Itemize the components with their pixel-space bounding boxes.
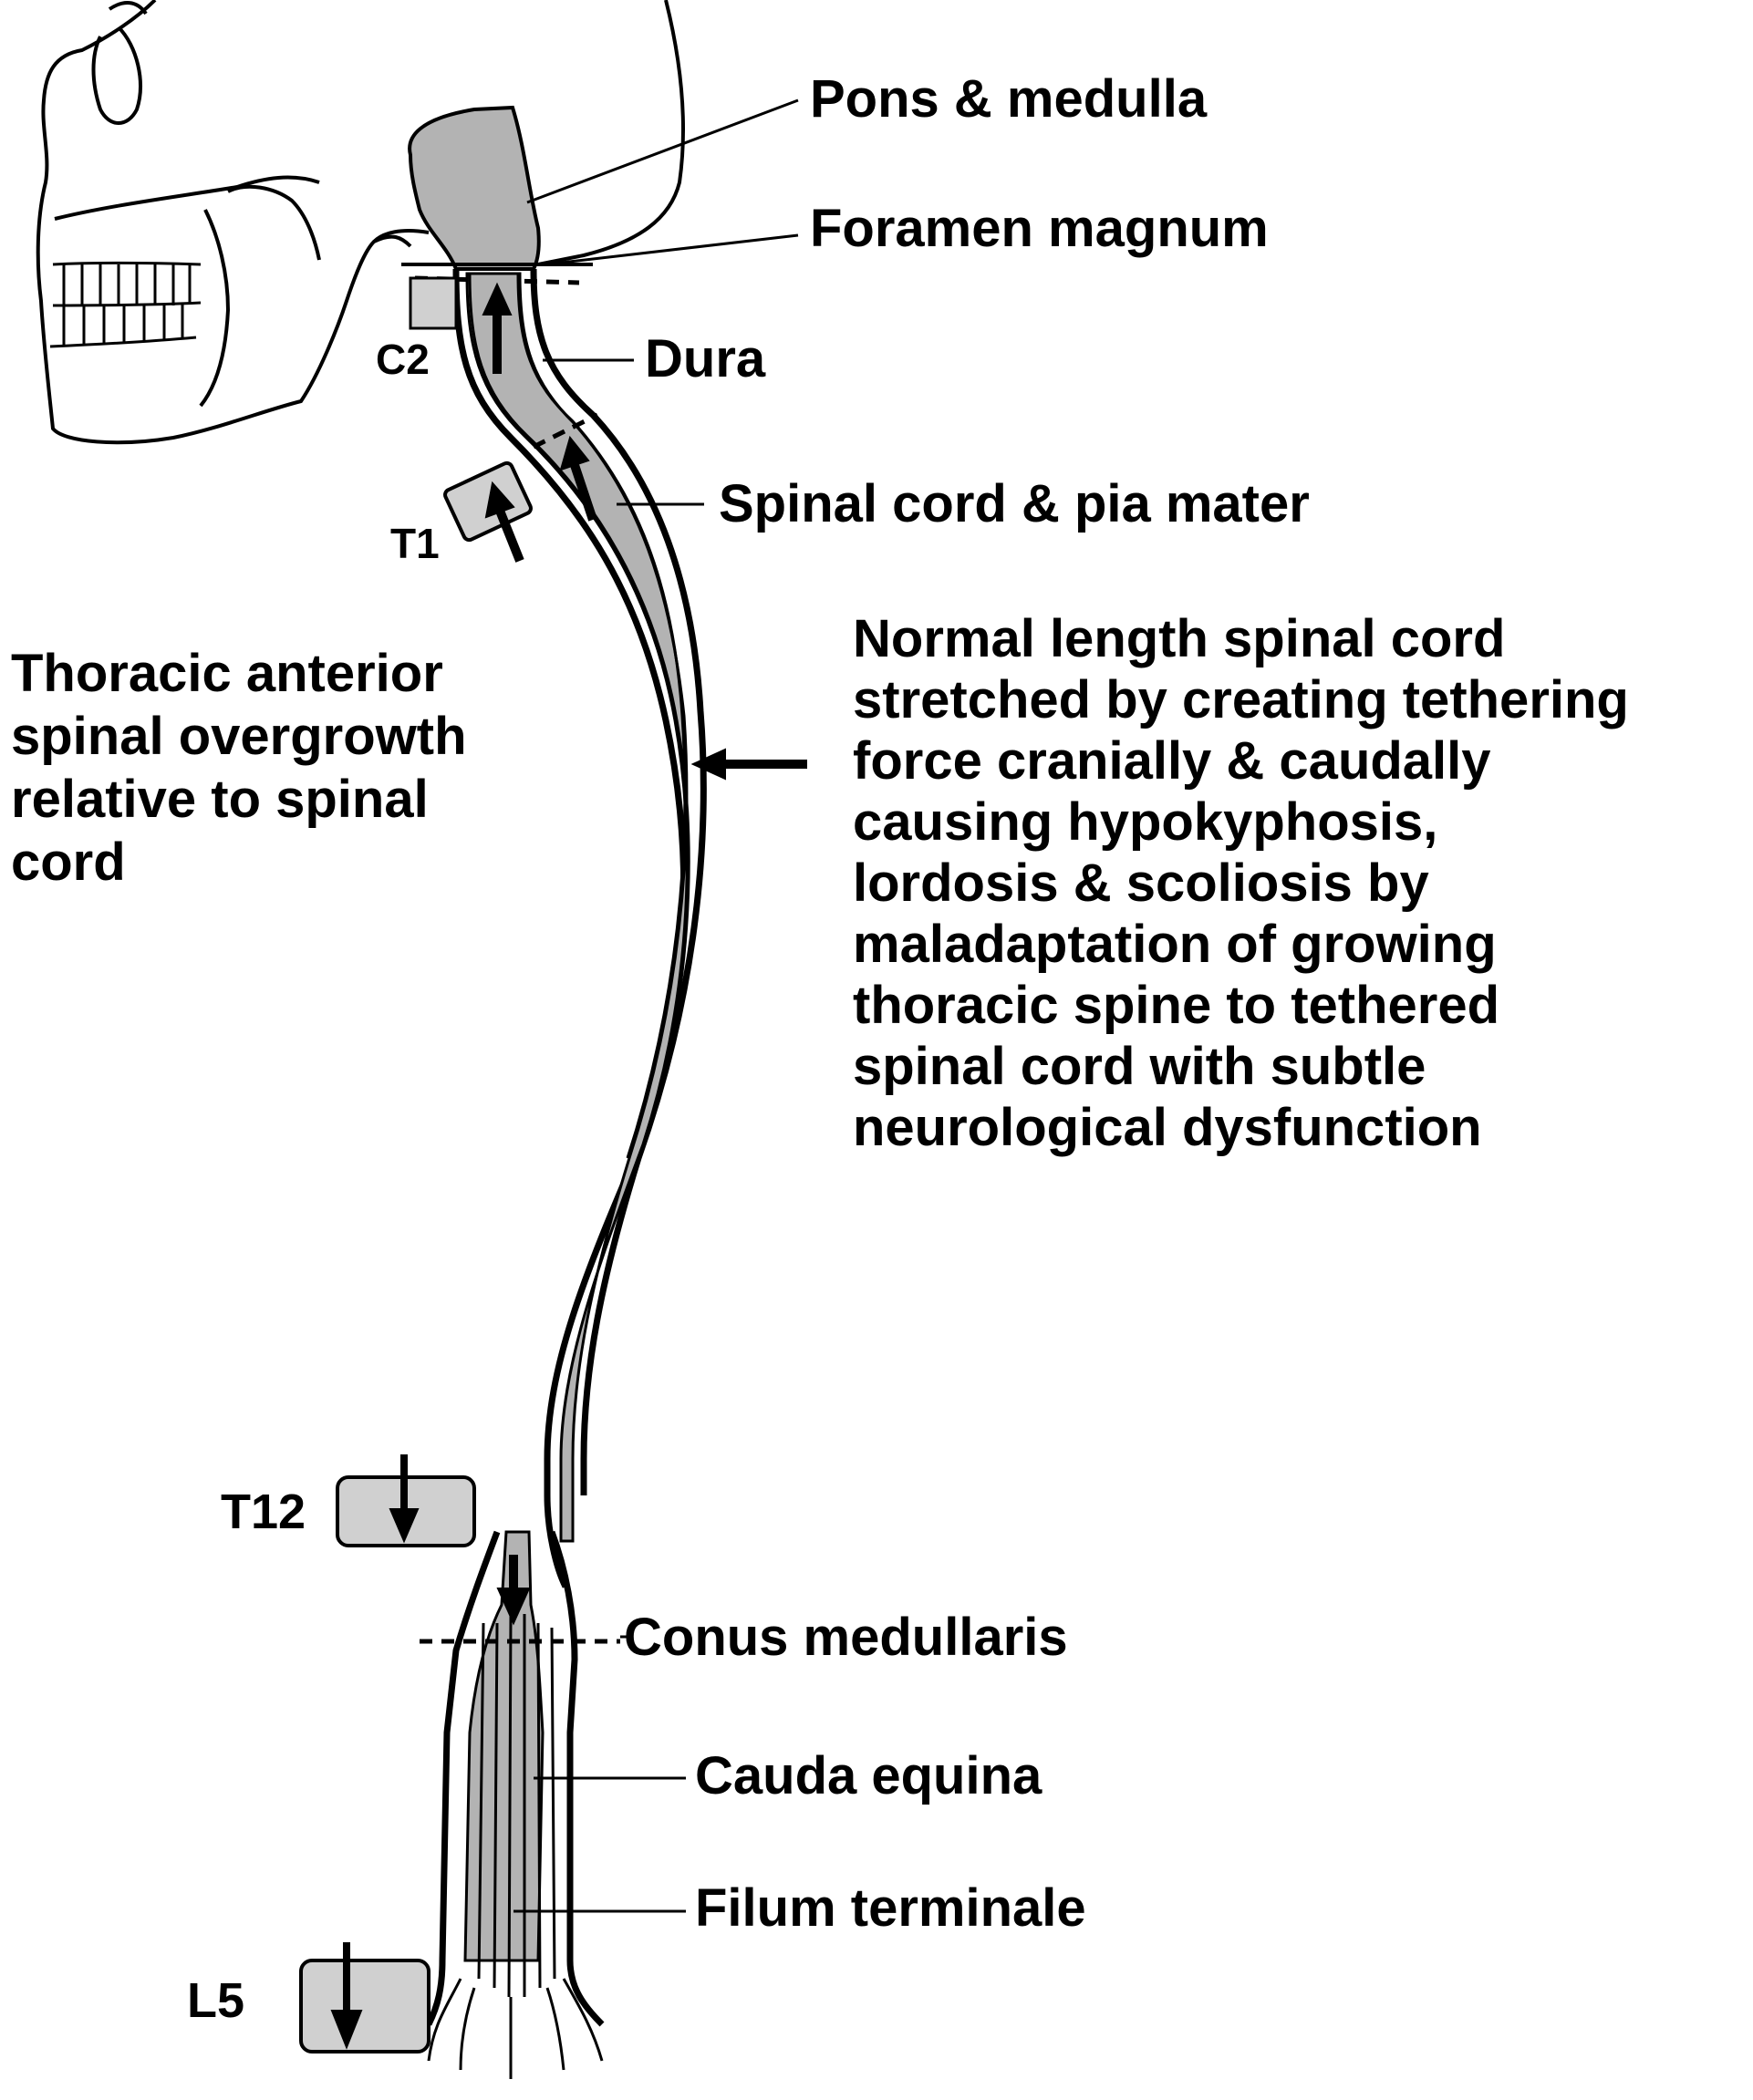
- spinal-cord: [452, 268, 707, 1588]
- right-note-line: causing hypokyphosis,: [853, 792, 1437, 852]
- right-note-line: thoracic spine to tethered: [853, 976, 1499, 1035]
- label-vertebra-t1: T1: [390, 520, 440, 567]
- vertebra-t1: [443, 460, 533, 543]
- right-note-line: lordosis & scoliosis by: [853, 853, 1429, 913]
- skull-illustration: [36, 0, 686, 445]
- right-note-line: Normal length spinal cord: [853, 609, 1505, 668]
- right-note-line: force cranially & caudally: [853, 731, 1491, 791]
- left-note-line: Thoracic anterior: [11, 644, 443, 703]
- label-vertebra-c2: C2: [376, 336, 430, 383]
- pons-medulla-shape: [408, 105, 541, 271]
- right-note: Normal length spinal cord stretched by c…: [853, 609, 1629, 1157]
- label-pons-medulla: Pons & medulla: [810, 69, 1208, 129]
- left-note-line: spinal overgrowth: [11, 707, 467, 766]
- vertebra-l5: [299, 1959, 430, 2053]
- label-conus-medullaris: Conus medullaris: [624, 1608, 1068, 1667]
- label-foramen-magnum: Foramen magnum: [810, 199, 1269, 258]
- right-note-line: maladaptation of growing: [853, 915, 1497, 974]
- label-cauda-equina: Cauda equina: [695, 1746, 1042, 1805]
- label-dura: Dura: [645, 329, 766, 388]
- right-note-line: stretched by creating tethering: [853, 670, 1629, 729]
- label-spinal-cord-pia: Spinal cord & pia mater: [719, 474, 1310, 533]
- left-note-line: cord: [11, 833, 126, 892]
- label-vertebra-t12: T12: [221, 1484, 306, 1539]
- force-arrows: [330, 282, 807, 2050]
- cauda-equina-illustration: [420, 1530, 620, 2079]
- right-note-line: spinal cord with subtle: [853, 1037, 1426, 1096]
- left-note-line: relative to spinal: [11, 770, 429, 829]
- left-note: Thoracic anterior spinal overgrowth rela…: [11, 644, 467, 892]
- label-filum-terminale: Filum terminale: [695, 1878, 1086, 1938]
- leader-lines: [513, 98, 799, 1913]
- label-vertebra-l5: L5: [187, 1973, 244, 2028]
- right-note-line: neurological dysfunction: [853, 1098, 1482, 1157]
- vertebra-c2: [409, 276, 458, 330]
